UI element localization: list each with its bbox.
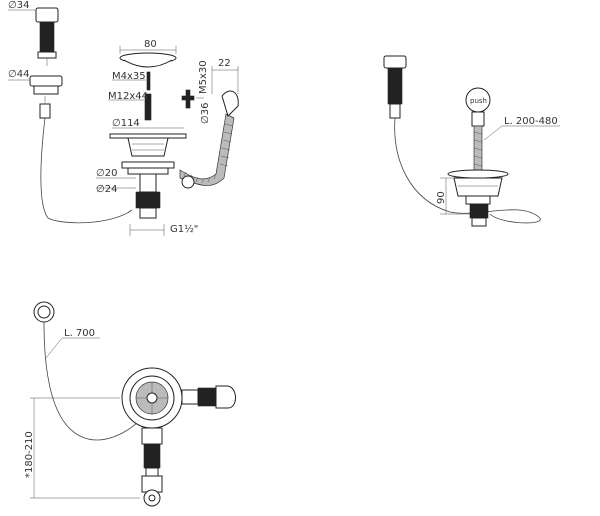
dim-22: 22 xyxy=(218,58,231,69)
dim-d36: ∅36 xyxy=(200,103,211,124)
dim-90: 90 xyxy=(436,191,447,204)
dim-d34: ∅34 xyxy=(8,0,29,11)
dim-d44: ∅44 xyxy=(8,69,29,80)
dim-m5x30: M5x30 xyxy=(198,60,209,94)
push-knob-label: push xyxy=(470,97,487,105)
assembled-view: push L. 200-480 90 xyxy=(383,55,560,227)
overflow-hose xyxy=(179,90,239,189)
dim-l700: L. 700 xyxy=(64,328,95,339)
dim-80: 80 xyxy=(144,39,157,50)
dim-m12x44: M12x44 xyxy=(108,91,148,102)
dim-g112: G1½" xyxy=(170,223,198,235)
dim-m4x35: M4x35 xyxy=(112,71,146,82)
exploded-view: ∅34 ∅44 80 M4x35 M12x44 xyxy=(8,0,239,236)
plan-view: L. 700 *180-210 xyxy=(24,301,236,507)
dim-d114: ∅114 xyxy=(112,118,140,129)
dim-d20: ∅20 xyxy=(96,168,117,179)
sink-flange xyxy=(109,127,187,157)
drain-body xyxy=(121,161,175,236)
dim-180-210: *180-210 xyxy=(24,431,35,478)
dim-d24: ∅24 xyxy=(96,184,117,195)
control-cable xyxy=(40,117,133,224)
strainer-top xyxy=(119,46,177,68)
push-button-part xyxy=(35,7,59,66)
dim-l200480: L. 200-480 xyxy=(504,116,558,127)
plan-cable xyxy=(43,321,141,441)
cap-part xyxy=(8,75,63,95)
